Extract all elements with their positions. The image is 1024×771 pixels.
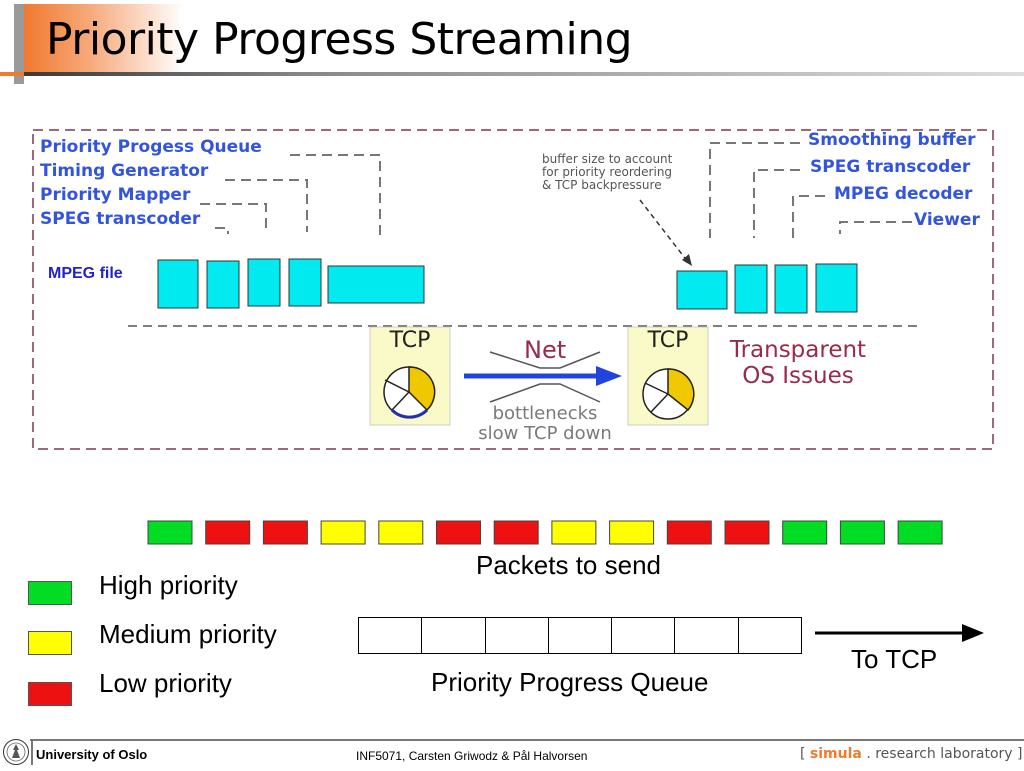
to-tcp-label: To TCP [851, 644, 938, 674]
receiver-box-1 [676, 270, 728, 310]
queue-slot-3 [486, 618, 549, 653]
packet-12 [782, 520, 828, 545]
title-underline-accent [0, 72, 24, 76]
footer-course: INF5071, Carsten Griwodz & Pål Halvorsen [356, 749, 588, 763]
receiver-label-smoothing-buffer: Smoothing buffer [808, 130, 976, 150]
sender-label-priority-mapper: Priority Mapper [40, 185, 191, 205]
legend-label-high: High priority [99, 570, 238, 600]
receiver-box-4 [815, 263, 858, 313]
bottleneck-note-line-2: slow TCP down [478, 423, 612, 444]
buffer-note-arrowhead [682, 254, 692, 266]
buffer-note-line-1: buffer size to account [542, 152, 673, 166]
receiver-label-mpeg-decoder: MPEG decoder [834, 184, 973, 204]
receiver-leaders [709, 142, 912, 238]
sender-leaders [200, 154, 381, 238]
tcp-right-label: TCP [647, 328, 689, 353]
packet-6 [436, 520, 481, 545]
legend-swatch-low [28, 682, 72, 706]
packets-caption: Packets to send [476, 550, 661, 580]
to-tcp-arrowhead [962, 624, 984, 642]
packets-row [147, 520, 943, 545]
sender-box-4 [288, 258, 322, 307]
packet-1 [147, 520, 193, 545]
mpeg-file-label: MPEG file [48, 265, 123, 282]
net-arrowhead [596, 366, 622, 386]
os-issues-note: Transparent OS Issues [718, 337, 878, 389]
buffer-size-note: buffer size to account for priority reor… [542, 153, 672, 192]
slide-title: Priority Progress Streaming [46, 14, 633, 65]
queue-slot-4 [549, 618, 613, 653]
sender-label-priority-queue: Priority Progess Queue [40, 137, 262, 157]
footer-logo-divider [31, 741, 33, 765]
net-label: Net [524, 336, 567, 364]
title-accent-bar [14, 4, 24, 84]
receiver-box-3 [774, 264, 808, 314]
sender-box-2 [206, 260, 240, 309]
tcp-right-pie-icon [642, 368, 695, 420]
legend-swatch-high [28, 581, 72, 605]
os-issues-line-1: Transparent [729, 337, 867, 363]
bottleneck-note-line-1: bottlenecks [492, 403, 598, 424]
packet-9 [609, 520, 655, 545]
tcp-left-label: TCP [389, 328, 431, 353]
footer-lab-bracket-open: [ [800, 746, 806, 762]
footer-lab-name: simula [809, 746, 862, 762]
sender-component-list: Priority Progess Queue Timing Generator … [40, 137, 262, 233]
receiver-label-speg-transcoder: SPEG transcoder [810, 157, 971, 177]
sender-box-1 [157, 259, 199, 309]
footer-lab: [ simula . research laboratory ] [800, 746, 1023, 762]
diagram-frame [32, 129, 994, 450]
packet-3 [262, 520, 308, 545]
packet-2 [205, 520, 251, 545]
sender-box-3 [247, 258, 281, 307]
packet-8 [551, 520, 597, 545]
queue-slot-6 [675, 618, 739, 653]
packet-7 [493, 520, 539, 545]
title-underline [0, 72, 1024, 76]
university-logo [2, 738, 30, 766]
receiver-box-2 [734, 264, 768, 314]
packet-5 [378, 520, 424, 545]
sender-label-speg-transcoder: SPEG transcoder [40, 209, 201, 229]
buffer-note-line-3: & TCP backpressure [542, 178, 662, 192]
queue-slot-2 [422, 618, 486, 653]
queue-caption: Priority Progress Queue [431, 667, 709, 697]
footer-lab-rest: . research laboratory [866, 746, 1013, 762]
queue-slot-7 [739, 618, 801, 653]
footer-lab-bracket-close: ] [1017, 746, 1023, 762]
packet-13 [839, 520, 885, 545]
queue-slot-5 [612, 618, 676, 653]
net-funnel [489, 351, 601, 403]
legend-label-medium: Medium priority [99, 619, 277, 649]
bottleneck-note: bottlenecks slow TCP down [460, 404, 630, 444]
queue-slot-1 [359, 618, 423, 653]
priority-progress-queue [358, 617, 802, 654]
packet-11 [724, 520, 770, 545]
packet-4 [320, 520, 366, 545]
packet-10 [666, 520, 712, 545]
footer-university: University of Oslo [36, 747, 148, 762]
tcp-left-pie-icon [383, 366, 436, 419]
sender-label-timing-generator: Timing Generator [40, 161, 209, 181]
buffer-note-arrow [639, 199, 689, 263]
receiver-label-viewer: Viewer [914, 210, 980, 230]
legend-label-low: Low priority [99, 668, 232, 698]
sender-box-5 [327, 265, 425, 304]
packet-14 [897, 520, 943, 545]
buffer-note-line-2: for priority reordering [542, 165, 673, 179]
legend-swatch-medium [28, 631, 72, 655]
os-issues-line-2: OS Issues [742, 363, 854, 389]
title-accent-gradient [24, 4, 184, 76]
